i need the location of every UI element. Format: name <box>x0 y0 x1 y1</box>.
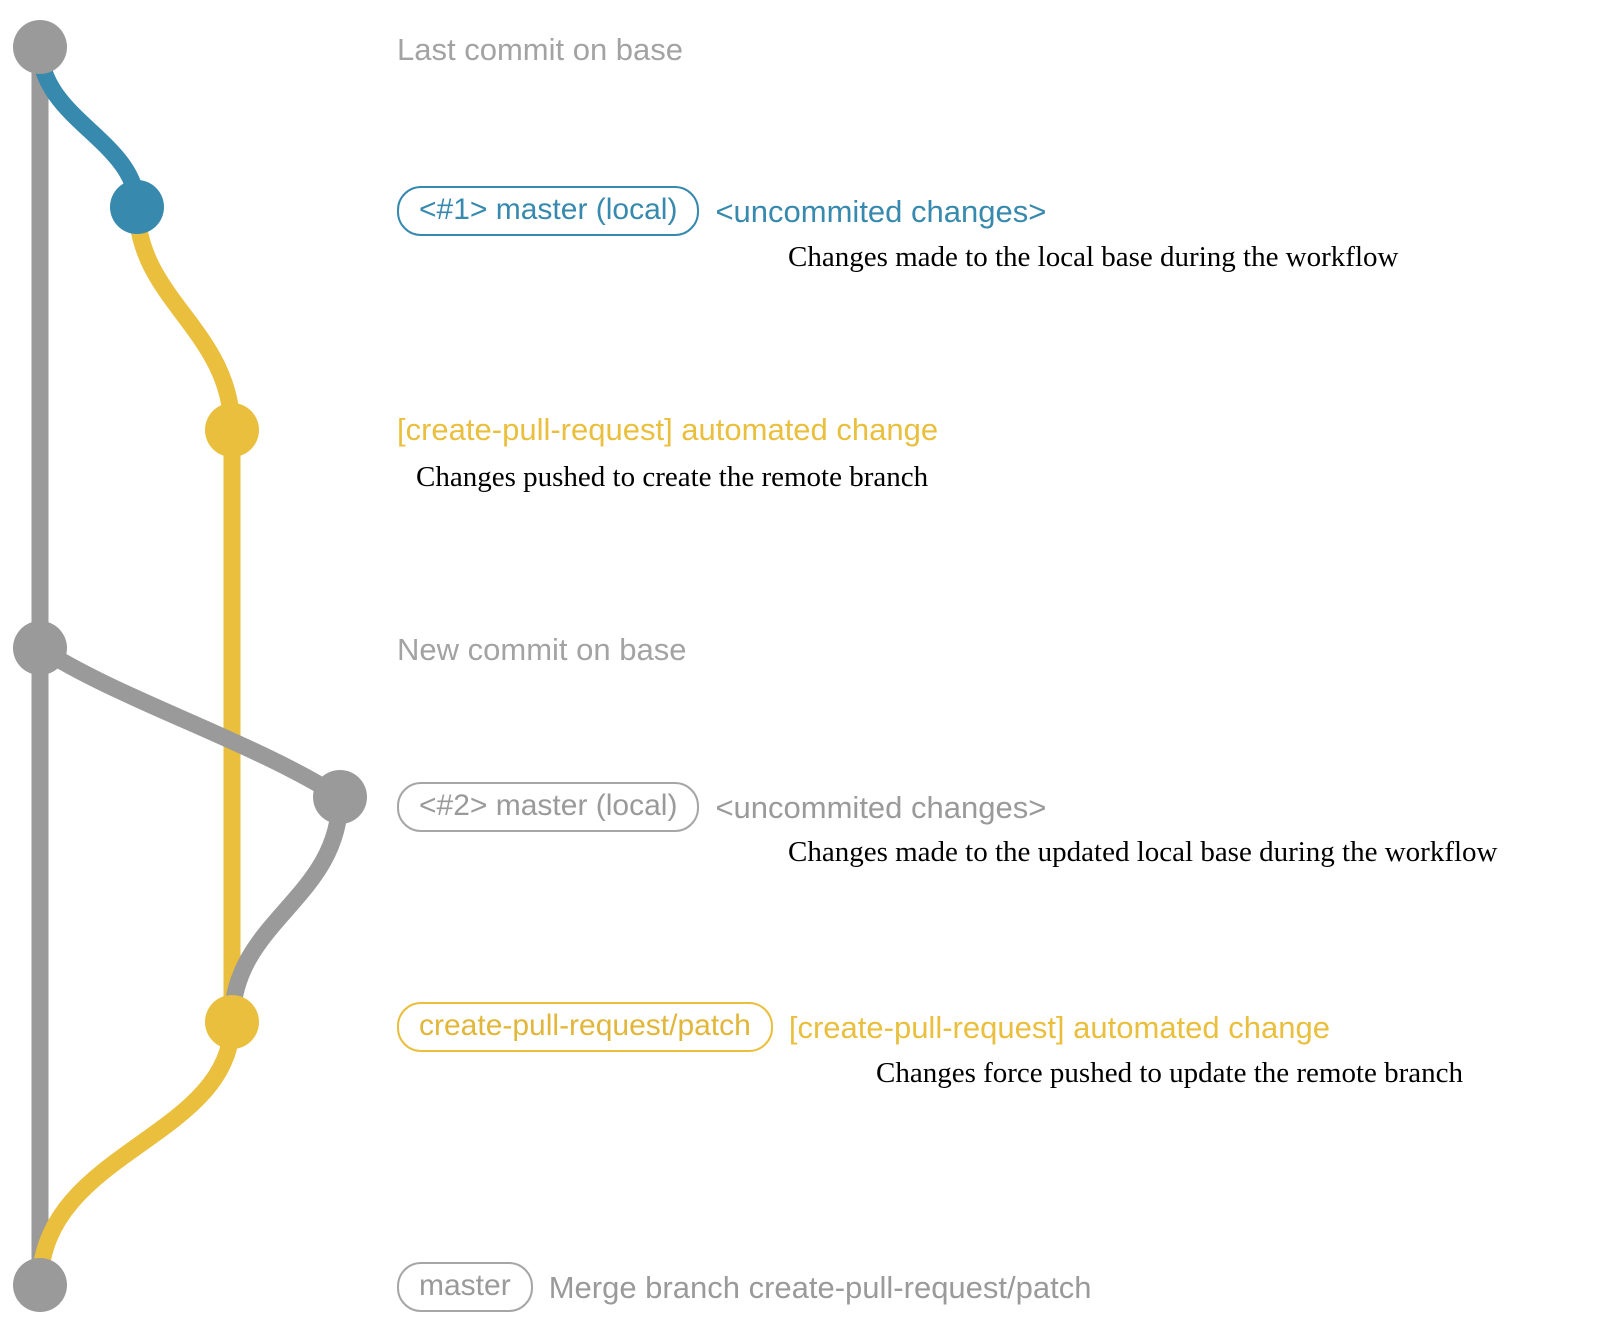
branch-label-master[interactable]: master <box>397 1262 533 1312</box>
commit-note-force-pushed-update-remote-branch: Changes force pushed to update the remot… <box>876 1057 1464 1089</box>
commit-note-local-base-workflow: Changes made to the local base during th… <box>788 241 1399 273</box>
base-to-local-2-line <box>31 639 349 806</box>
commit-subject-merge-branch: Merge branch create-pull-request/patch <box>548 1269 1092 1305</box>
remote-branch-line-1 <box>128 198 241 439</box>
commit-subject-uncommited-changes-2: <uncommited changes> <box>715 789 1047 825</box>
local-branch-line-1 <box>31 38 146 216</box>
commit-subject-automated-change-1: [create-pull-request] automated change <box>397 412 939 447</box>
commit-graph <box>13 20 367 1312</box>
commit-row-master-merge: master Merge branch create-pull-request/… <box>397 1262 1091 1312</box>
commit-subject-last-commit-on-base: Last commit on base <box>397 32 684 67</box>
commit-note-updated-local-base-workflow: Changes made to the updated local base d… <box>788 836 1498 868</box>
branch-label-create-pull-request-patch[interactable]: create-pull-request/patch <box>397 1002 773 1052</box>
local-commit-1-node <box>110 180 164 234</box>
remote-commit-1-node <box>205 403 259 457</box>
local-2-to-remote-2-line <box>223 788 349 1031</box>
branch-label-master-local-1[interactable]: <#1> master (local) <box>397 186 700 236</box>
commit-subject-new-commit-on-base: New commit on base <box>397 632 687 667</box>
branch-label-master-local-2[interactable]: <#2> master (local) <box>397 782 700 832</box>
commit-row-master-local-1: <#1> master (local) <uncommited changes> <box>397 186 1046 236</box>
base-new-commit-node <box>13 621 67 675</box>
base-head-node <box>13 20 67 74</box>
master-merge-node <box>13 1258 67 1312</box>
commit-subject-uncommited-changes-1: <uncommited changes> <box>715 193 1047 229</box>
remote-2-to-master-line <box>31 1013 241 1294</box>
commit-note-pushed-create-remote-branch: Changes pushed to create the remote bran… <box>416 461 929 493</box>
commit-nodes <box>13 20 367 1312</box>
remote-commit-2-node <box>205 995 259 1049</box>
commit-row-master-local-2: <#2> master (local) <uncommited changes> <box>397 782 1046 832</box>
local-commit-2-node <box>313 770 367 824</box>
commit-row-create-pull-request-patch: create-pull-request/patch [create-pull-r… <box>397 1002 1330 1052</box>
commit-subject-automated-change-2: [create-pull-request] automated change <box>788 1009 1330 1045</box>
